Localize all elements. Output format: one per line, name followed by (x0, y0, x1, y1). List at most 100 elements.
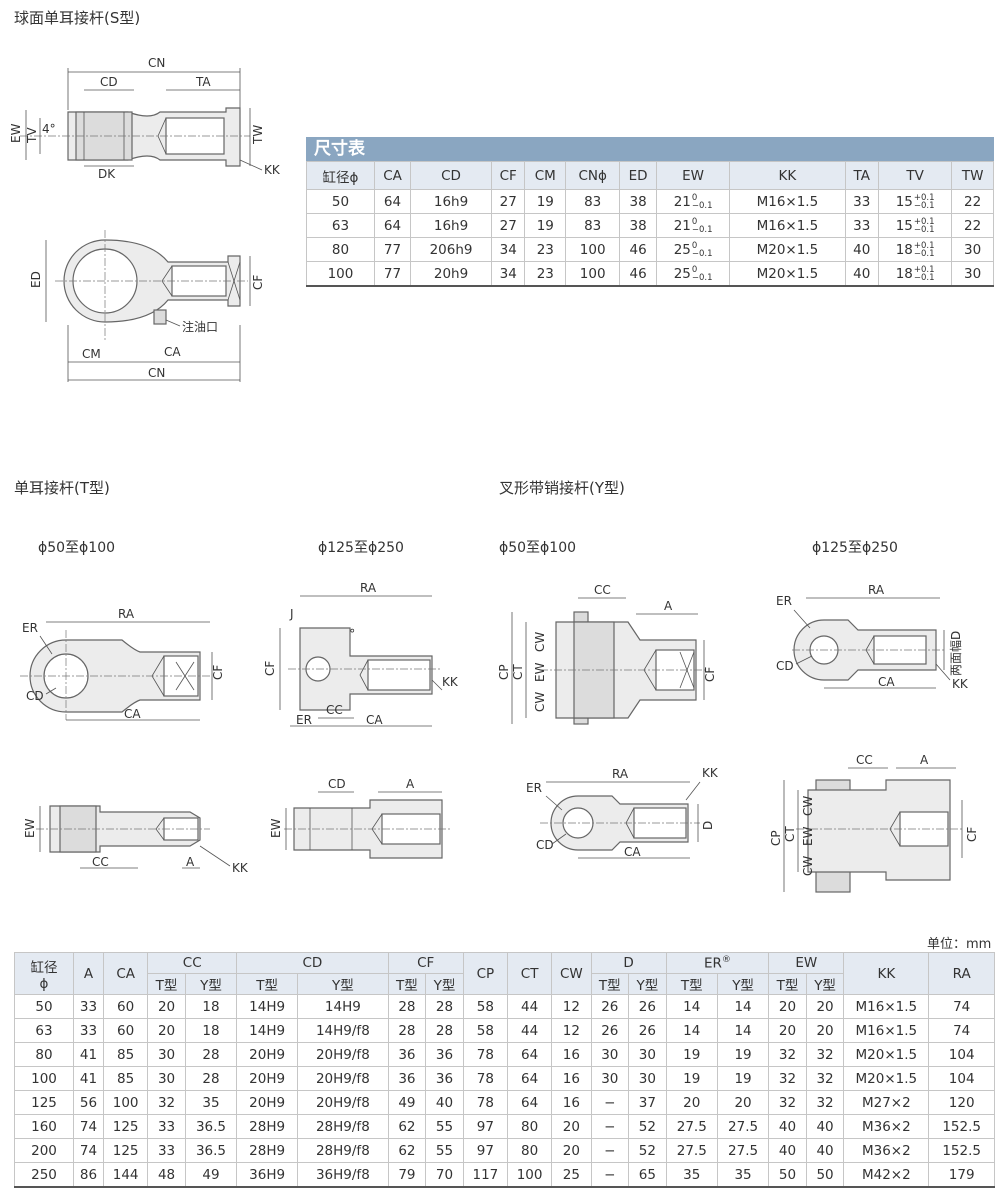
table-cell: − (590, 1138, 630, 1163)
th-sub-type: Y型 (628, 973, 667, 995)
table-cell: 20 (147, 1018, 186, 1043)
table-cell: 20 (551, 1114, 592, 1139)
th-sub-type: T型 (147, 973, 186, 995)
table-cell: 22 (951, 189, 994, 214)
table-cell: 58 (462, 994, 509, 1019)
table-cell: 12 (551, 994, 592, 1019)
table-cell: 15+0.1−0.1 (877, 213, 953, 238)
table-cell: 23 (524, 261, 567, 287)
table-cell: 14H9 (236, 994, 299, 1019)
th-kk: KK (843, 952, 930, 995)
table-cell: 40 (844, 237, 879, 262)
table-cell: M27×2 (843, 1090, 930, 1115)
dim-er-ts: ER (22, 621, 38, 635)
dim-cw-ys-top: CW (533, 632, 547, 652)
dim-ca-ts: CA (124, 707, 141, 721)
table-cell: 46 (619, 261, 657, 287)
table-cell: 40 (844, 261, 879, 287)
table-cell: 32 (805, 1042, 845, 1067)
table-cell: 50 (768, 1162, 807, 1188)
table-cell: 28 (425, 1018, 464, 1043)
dim-kk-ys: KK (702, 766, 719, 780)
table-cell: 36 (425, 1066, 464, 1091)
table-cell: 26 (590, 994, 630, 1019)
table-cell: 50 (805, 1162, 845, 1188)
th-d: D (590, 952, 667, 974)
dim-kk-ts: KK (232, 861, 249, 875)
table-cell: 20H9/f8 (297, 1066, 389, 1091)
table-cell: 125 (103, 1114, 149, 1139)
unit-label: 单位：mm (927, 937, 992, 952)
table-cell: 40 (425, 1090, 464, 1115)
table-cell: 36H9/f8 (297, 1162, 389, 1188)
table-cell: 28 (387, 1018, 427, 1043)
dim-cw-yl-top: CW (801, 796, 815, 816)
angle-4: 4° (42, 122, 56, 136)
th-er: ER® (665, 952, 770, 974)
table-cell: M20×1.5 (843, 1066, 930, 1091)
table-cell: 20 (805, 994, 845, 1019)
t-type-large-top: CD A EW (269, 777, 450, 859)
dim-cp-yl: CP (769, 830, 783, 846)
table-cell: 35 (716, 1162, 770, 1188)
table-cell: 15+0.1−0.1 (877, 189, 953, 214)
table-cell: 62 (387, 1114, 427, 1139)
caption-y-small: ϕ50至ϕ100 (499, 540, 577, 556)
table-cell: 12 (551, 1018, 592, 1043)
table-cell: 104 (928, 1042, 995, 1067)
table-cell: M16×1.5 (843, 1018, 930, 1043)
table-cell: 26 (628, 994, 667, 1019)
table-cell: 80 (306, 237, 375, 262)
table-cell: 20 (768, 994, 807, 1019)
table-cell: 33 (844, 189, 879, 214)
title-t-type: 单耳接杆(T型) (14, 479, 110, 497)
table-cell: 64 (506, 1090, 553, 1115)
table-cell: 28 (387, 994, 427, 1019)
table-cell: 33 (72, 1018, 105, 1043)
dim-ra-tl: RA (360, 581, 377, 595)
table-cell: 83 (565, 189, 621, 214)
table-cell: 60 (103, 994, 149, 1019)
dimension-table-title: 尺寸表 (306, 137, 994, 161)
table-cell: 78 (462, 1090, 509, 1115)
table-cell: 48 (147, 1162, 186, 1188)
dim-cf-s: CF (251, 275, 265, 290)
table-cell: 97 (462, 1114, 509, 1139)
dim-table-header: EW (655, 161, 731, 190)
table-cell: 20H9 (236, 1042, 299, 1067)
th-sub-type: T型 (665, 973, 718, 995)
y-type-large-top: CC A CP CT CW EW CW CF (769, 753, 979, 893)
dim-ca-yl: CA (878, 675, 895, 689)
table-cell: 206h9 (410, 237, 492, 262)
table-cell: 33 (72, 994, 105, 1019)
dim-er-yl: ER (776, 594, 792, 608)
table-cell: 30 (590, 1066, 630, 1091)
s-type-front-view: 注油口 ED CF CM CA CN (29, 230, 265, 382)
dim-j: J (289, 607, 294, 621)
table-cell: 20 (716, 1090, 770, 1115)
dim-a-yl: A (920, 753, 929, 767)
table-cell: M36×2 (843, 1138, 930, 1163)
table-cell: 74 (72, 1114, 105, 1139)
dim-er-tl: ER (296, 713, 312, 727)
table-cell: 33 (844, 213, 879, 238)
table-cell: 27.5 (665, 1114, 718, 1139)
dim-table-header: 缸径ϕ (306, 161, 375, 190)
table-cell: 144 (103, 1162, 149, 1188)
th-cd: CD (236, 952, 389, 974)
dim-table-header: CNϕ (565, 161, 621, 190)
y-type-small-front: RA KK ER CD D CA (526, 766, 719, 859)
table-cell: M16×1.5 (843, 994, 930, 1019)
dim-ew-s: EW (9, 123, 23, 143)
table-cell: 20H9/f8 (297, 1090, 389, 1115)
table-cell: 20 (768, 1018, 807, 1043)
table-cell: 40 (768, 1138, 807, 1163)
table-cell: 16 (551, 1090, 592, 1115)
dim-er-ys: ER (526, 781, 542, 795)
table-cell: 28 (184, 1042, 238, 1067)
